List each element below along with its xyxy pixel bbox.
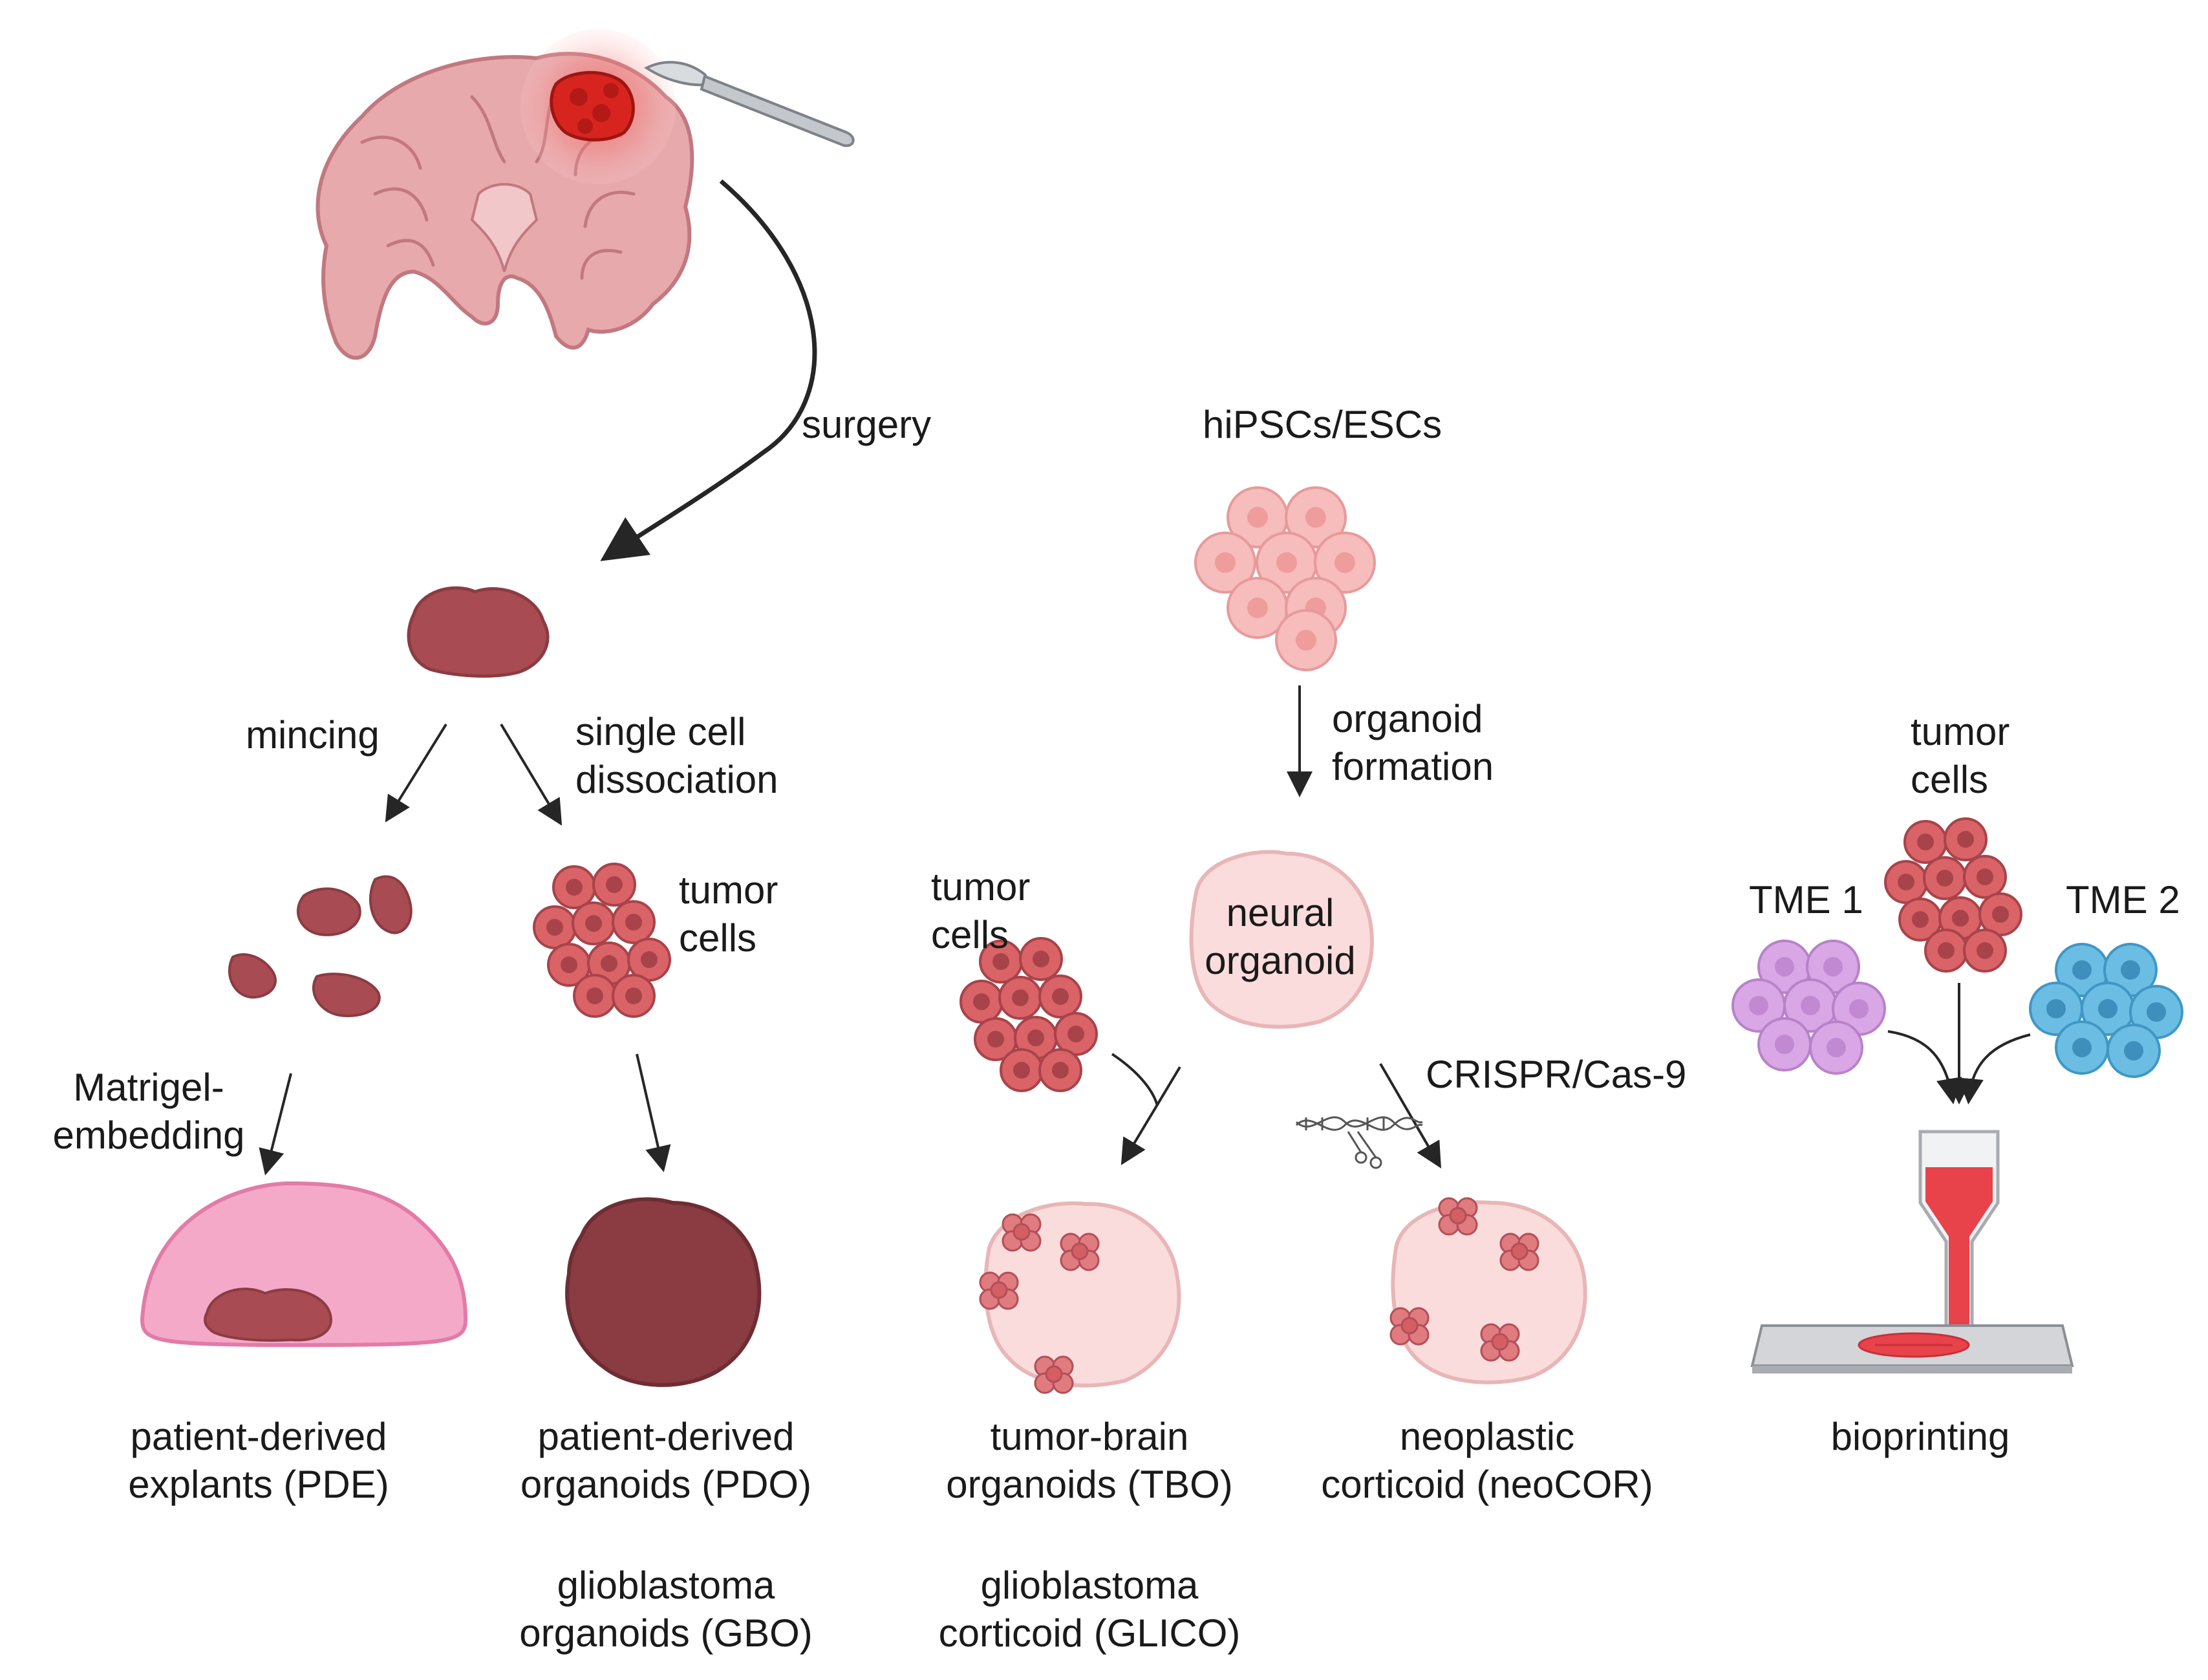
crispr-arrow — [1379, 1062, 1442, 1168]
label-bioprinting: bioprinting — [1830, 1415, 2010, 1458]
tme1-arrow — [1887, 1030, 1962, 1104]
pdo-arrow — [636, 1053, 671, 1172]
label-surgery: surgery — [802, 403, 932, 446]
tme1-cell-cluster — [1731, 940, 1886, 1075]
label-mincing: mincing — [246, 713, 380, 757]
tumor-cells-cluster-a — [534, 864, 670, 1017]
dissociation-arrow — [500, 723, 563, 826]
label-crispr: CRISPR/Cas-9 — [1426, 1053, 1687, 1096]
explant-dish — [140, 1181, 468, 1348]
label-tme1: TME 1 — [1749, 878, 1863, 921]
label-matrigel-embedding: Matrigel-embedding — [52, 1066, 245, 1157]
scalpel-icon — [644, 61, 855, 147]
matrigel-arrow — [259, 1073, 292, 1176]
tumor-brain-organoid — [979, 1201, 1181, 1394]
patient-derived-organoid — [565, 1197, 762, 1387]
brain-with-tumor — [316, 29, 694, 360]
stem-cell-cluster — [1194, 486, 1376, 671]
neural-organoid — [1189, 850, 1374, 1029]
bioprinter-icon — [1750, 1130, 2074, 1373]
tumor-cells-cluster-c — [1885, 819, 2021, 971]
surgery-arrow — [600, 179, 817, 561]
mincing-arrow — [385, 723, 447, 823]
label-hipscs: hiPSCs/ESCs — [1203, 403, 1442, 446]
dna-scissors-icon — [1295, 1116, 1423, 1169]
label-tme2: TME 2 — [2066, 878, 2180, 921]
neoplastic-corticoid — [1389, 1197, 1587, 1384]
tumor-cells-cluster-b — [961, 938, 1097, 1091]
tumor-tissue — [407, 586, 550, 678]
tbo-arrow — [1120, 1066, 1181, 1165]
tme2-cell-cluster — [2029, 943, 2183, 1078]
minced-tissue — [228, 875, 413, 1017]
tbo-merge-line — [1111, 1053, 1159, 1106]
tme2-arrow — [1957, 1033, 2031, 1104]
